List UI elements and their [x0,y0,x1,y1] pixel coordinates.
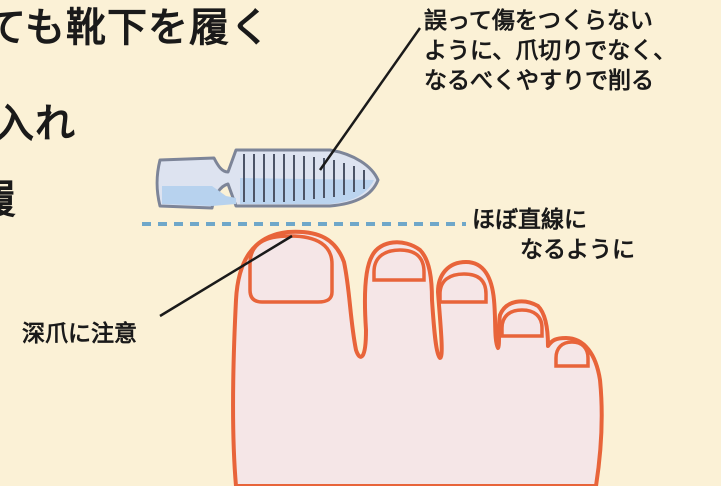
nail-file-ridges [243,154,365,202]
straight-line-callout: ほぼ直線に なるように [472,205,635,265]
file-advice-line: 誤って傷をつくらない [424,8,653,34]
second-toe-nail [372,248,426,282]
straight-line-line: ほぼ直線に [472,207,587,233]
foot-illustration [231,229,604,486]
heading-line-1: ても靴下を履く [0,5,271,51]
deep-nail-callout-leader [159,234,293,318]
little-toe-nail [554,340,590,368]
file-advice-callout: 誤って傷をつくらない ように、爪切りでなく、 なるべくやすりで削る [424,6,676,96]
fourth-toe-nail [500,308,544,338]
deep-nail-callout: 深爪に注意 [22,321,137,347]
file-advice-line: なるべくやすりで削る [424,68,654,94]
nail-file-icon [155,148,380,210]
big-toe-nail [248,234,334,304]
straight-line-line: なるように [520,237,635,263]
file-callout-leader [318,27,422,171]
heading-line-2: 入れ [0,101,76,147]
third-toe-nail [438,272,488,304]
heading-line-3: 履 [0,180,17,220]
foot-outline [231,229,604,486]
file-advice-line: ように、爪切りでなく、 [424,38,677,64]
nail-file-blue-shade [162,186,236,206]
